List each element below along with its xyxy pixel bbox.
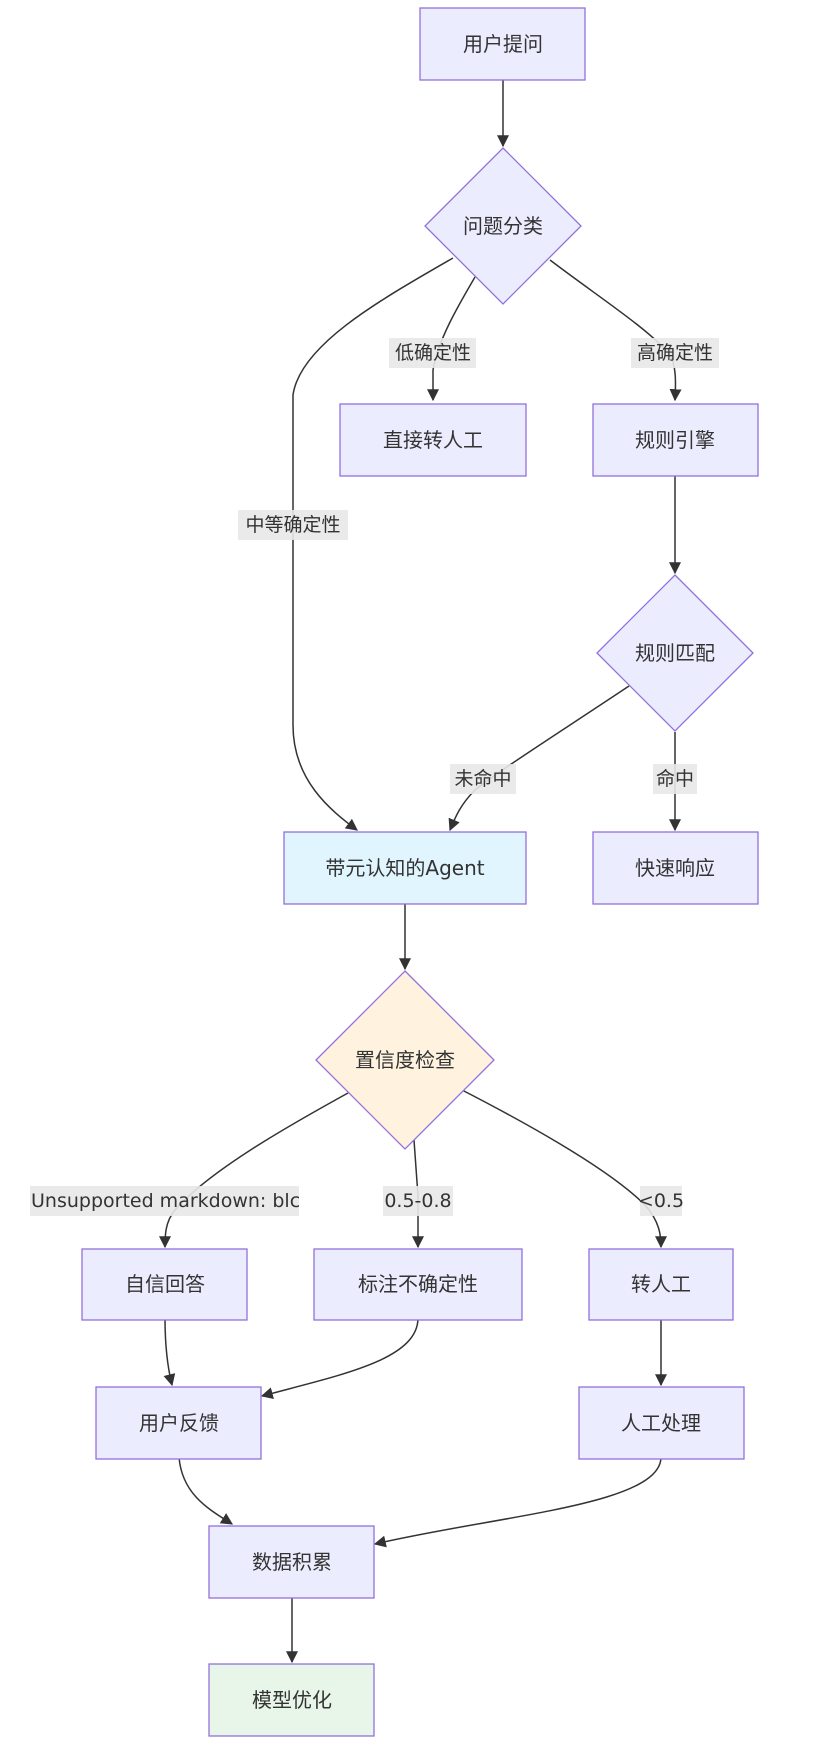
node-label: 人工处理: [621, 1411, 701, 1435]
node-classify[interactable]: 问题分类: [424, 147, 582, 305]
node-label: 规则匹配: [635, 641, 715, 665]
edge-labels: 低确定性 高确定性 中等确定性 未命中 命中 Unsupported markd…: [30, 338, 719, 1216]
edge-confidence-to-to-human: [461, 1089, 667, 1249]
node-label: 规则引擎: [635, 428, 715, 452]
edge-rule-match-to-agent: [448, 685, 630, 832]
node-label: 模型优化: [252, 1688, 332, 1712]
node-model-optimize[interactable]: 模型优化: [208, 1663, 375, 1737]
edge-classify-to-rule-engine: [549, 259, 682, 402]
node-rule-engine[interactable]: 规则引擎: [592, 403, 759, 477]
node-data-accumulate[interactable]: 数据积累: [208, 1525, 375, 1599]
node-label: 数据积累: [252, 1550, 332, 1574]
edge-confidence-to-confident-answer: [159, 1092, 349, 1249]
edge-label-high-certainty: 高确定性: [637, 342, 713, 364]
node-user-question[interactable]: 用户提问: [419, 7, 586, 81]
node-label: 置信度检查: [355, 1048, 455, 1072]
edge-label-low-range: <0.5: [638, 1190, 684, 1212]
node-label: 问题分类: [463, 214, 543, 238]
edge-label-hit: 命中: [656, 768, 694, 790]
node-user-feedback[interactable]: 用户反馈: [95, 1386, 262, 1460]
edge-label-medium-certainty: 中等确定性: [245, 514, 340, 536]
node-human-handle[interactable]: 人工处理: [578, 1386, 745, 1460]
node-confident-answer[interactable]: 自信回答: [81, 1248, 248, 1321]
edge-label-mid-range: 0.5-0.8: [384, 1190, 451, 1212]
node-fast-response[interactable]: 快速响应: [592, 831, 759, 905]
node-label: 转人工: [631, 1272, 691, 1296]
edge-human-handle-to-data: [373, 1456, 662, 1548]
node-rule-match[interactable]: 规则匹配: [596, 574, 754, 732]
node-label: 直接转人工: [383, 428, 483, 452]
node-mark-uncertain[interactable]: 标注不确定性: [313, 1248, 523, 1321]
node-confidence-check[interactable]: 置信度检查: [315, 970, 495, 1150]
node-to-human[interactable]: 转人工: [588, 1248, 734, 1321]
edge-mark-uncertain-to-user-feedback: [260, 1317, 419, 1399]
edge-label-low-certainty: 低确定性: [395, 342, 471, 364]
node-label: 快速响应: [635, 856, 715, 880]
node-label: 带元认知的Agent: [325, 856, 484, 880]
nodes: 用户提问 问题分类 直接转人工 规则引擎 规则匹配 带元认知的Agent 快速响…: [81, 7, 759, 1737]
edge-label-unsupported-markdown: Unsupported markdown: blc: [31, 1190, 300, 1212]
node-label: 用户反馈: [139, 1411, 219, 1435]
node-direct-human[interactable]: 直接转人工: [339, 403, 527, 477]
edge-label-not-hit: 未命中: [454, 768, 511, 790]
node-agent[interactable]: 带元认知的Agent: [283, 831, 527, 905]
node-label: 用户提问: [463, 32, 543, 56]
edge-classify-to-agent: [292, 257, 454, 831]
edge-confident-answer-to-user-feedback: [163, 1317, 176, 1387]
edge-user-feedback-to-data: [178, 1456, 234, 1525]
node-label: 标注不确定性: [358, 1272, 478, 1296]
node-label: 自信回答: [125, 1272, 205, 1296]
